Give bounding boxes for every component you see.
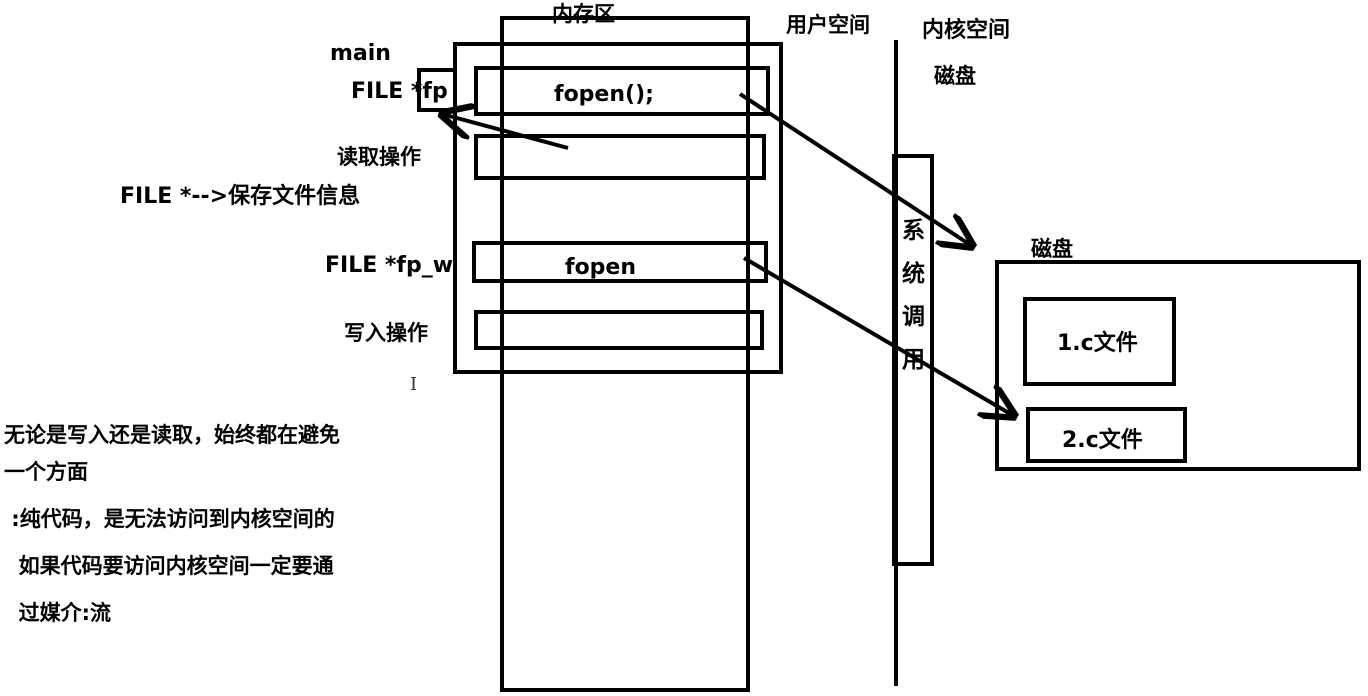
syscall-char: 调 xyxy=(902,304,925,330)
file-fp-label: FILE *fp xyxy=(351,79,448,104)
memory-area-label: 内存区 xyxy=(552,2,615,26)
main-function-box xyxy=(453,42,783,374)
syscall-char: 统 xyxy=(902,261,925,287)
return-fp-arrow xyxy=(442,114,569,150)
main-label: main xyxy=(330,41,391,66)
text-cursor-icon: I xyxy=(410,374,418,395)
system-call-label: 系 统 调 用 xyxy=(902,220,925,392)
write-operation-box xyxy=(474,310,764,350)
file-fp-w-label: FILE *fp_w xyxy=(325,253,454,278)
system-call-box xyxy=(892,154,934,566)
explanation-note: 无论是写入还是读取，始终都在避免 一个方面 :纯代码，是无法访问到内核空间的 如… xyxy=(4,420,340,645)
note-line: 一个方面 xyxy=(4,460,88,484)
kernel-space-label: 内核空间 xyxy=(922,18,1011,43)
read-operation-label: 读取操作 xyxy=(337,145,421,169)
note-line: :纯代码，是无法访问到内核空间的 xyxy=(4,507,335,531)
file-info-label: FILE *-->保存文件信息 xyxy=(120,184,361,209)
syscall-char: 用 xyxy=(902,347,925,373)
syscall-char: 系 xyxy=(902,218,925,244)
memory-area-column xyxy=(500,16,750,692)
disk-label: 磁盘 xyxy=(1031,237,1073,261)
read-syscall-arrow xyxy=(738,92,972,246)
file1-box xyxy=(1023,297,1176,386)
fopen-label: fopen xyxy=(565,255,637,280)
disk-top-label: 磁盘 xyxy=(934,64,976,88)
read-operation-box xyxy=(474,134,766,180)
note-line: 如果代码要访问内核空间一定要通 xyxy=(4,554,334,578)
user-space-label: 用户空间 xyxy=(786,13,870,37)
write-operation-label: 写入操作 xyxy=(344,321,428,345)
fopen-call-label: fopen(); xyxy=(554,82,654,107)
file2-label: 2.c文件 xyxy=(1062,428,1143,453)
file2-box xyxy=(1026,407,1187,463)
disk-box xyxy=(995,260,1361,471)
fopen-read-box xyxy=(474,66,770,116)
file1-label: 1.c文件 xyxy=(1057,331,1138,356)
fopen-write-box xyxy=(472,241,768,283)
note-line: 过媒介:流 xyxy=(4,601,112,625)
write-syscall-arrow xyxy=(742,256,1014,416)
note-line: 无论是写入还是读取，始终都在避免 xyxy=(4,423,340,447)
